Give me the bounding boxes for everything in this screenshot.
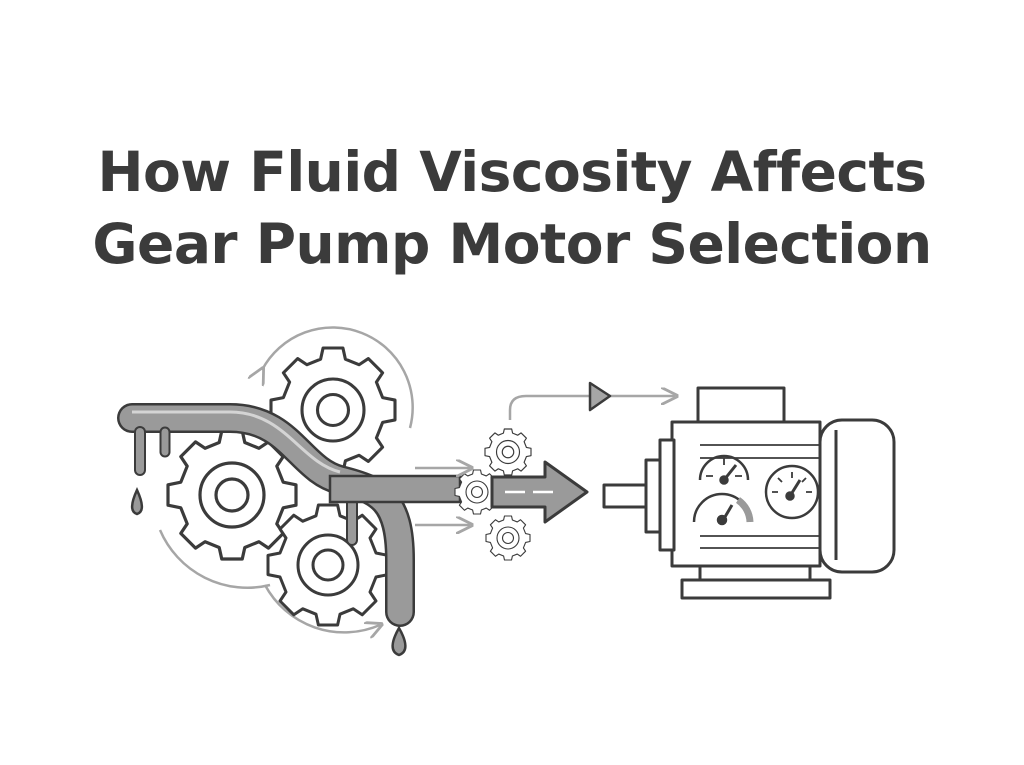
fluid-drop-icon (130, 487, 407, 657)
large-gear-icon (266, 503, 390, 627)
small-gear-icon (484, 428, 532, 476)
electric-motor-icon (602, 386, 896, 600)
signal-triangle-icon (588, 381, 612, 412)
rotation-arrows (158, 326, 414, 632)
title-line-1: How Fluid Viscosity Affects (97, 140, 927, 204)
title-line-2: Gear Pump Motor Selection (92, 212, 932, 276)
pressure-gauge-icon (692, 492, 754, 526)
viscous-fluid-pipe-icon (117, 403, 462, 627)
pressure-gauge-icon (698, 454, 750, 485)
guide-arrows (415, 396, 675, 525)
pressure-gauge-icon (764, 464, 820, 520)
page-title: How Fluid Viscosity Affects Gear Pump Mo… (0, 136, 1024, 280)
flow-arrow-icon (490, 460, 589, 524)
small-gear-icon (485, 515, 531, 561)
